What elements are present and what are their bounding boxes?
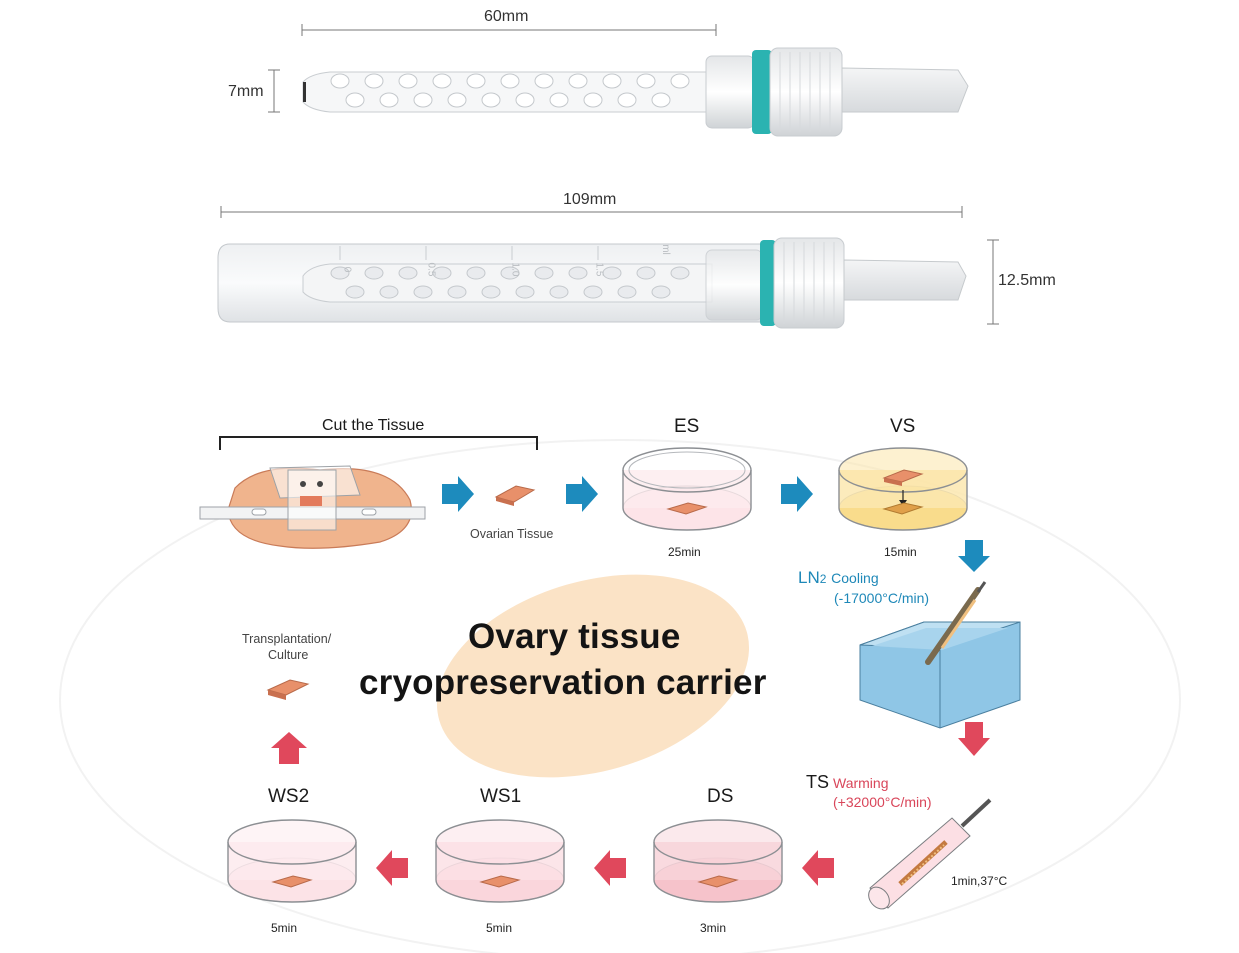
- ts-condition: 1min,37°C: [951, 874, 1008, 888]
- arrow-down-icon: [958, 540, 990, 572]
- tube-device: [217, 206, 999, 329]
- ws1-time: 5min: [486, 921, 513, 935]
- arrow-right-icon: [442, 476, 474, 512]
- tube-diameter-label: 12.5mm: [998, 272, 1056, 289]
- arrow-right-icon: [781, 476, 813, 512]
- vs-label: VS: [890, 416, 916, 437]
- cut-tissue-illustration: [199, 465, 426, 549]
- teal-ring: [752, 50, 772, 134]
- es-dish: [622, 447, 752, 531]
- ln2-subscript: 2: [819, 572, 827, 586]
- carrier-cap: [769, 47, 843, 137]
- es-time: 25min: [668, 545, 701, 559]
- carrier-length-label: 60mm: [484, 8, 529, 25]
- ovarian-tissue-label: Ovarian Tissue: [470, 527, 554, 541]
- arrow-left-icon: [376, 850, 408, 886]
- arrow-down-icon: [958, 722, 990, 756]
- ws2-time: 5min: [271, 921, 298, 935]
- ds-time: 3min: [700, 921, 727, 935]
- carrier-cap-thread: [705, 55, 755, 129]
- scale-mark: 0: [341, 266, 353, 273]
- ws2-dish: [227, 819, 357, 903]
- scale-mark: 1.5: [593, 262, 605, 277]
- ws2-label: WS2: [268, 786, 310, 807]
- transplant-label-line1: Transplantation/: [242, 632, 332, 646]
- ln2-rate: (-17000°C/min): [834, 590, 930, 606]
- ds-label: DS: [707, 786, 734, 807]
- title-blob: [436, 574, 750, 778]
- scale-mark: 1.0: [509, 262, 521, 277]
- vs-time: 15min: [884, 545, 917, 559]
- ws1-label: WS1: [480, 786, 522, 807]
- ln2-label: LN2 Cooling: [798, 568, 879, 588]
- transplant-label-line2: Culture: [268, 648, 309, 662]
- cut-tissue-bracket: [219, 436, 538, 450]
- ln2-prefix: LN: [798, 568, 820, 587]
- arrow-up-icon: [271, 732, 307, 764]
- arrow-left-icon: [802, 850, 834, 886]
- arrow-left-icon: [594, 850, 626, 886]
- ln2-box: [859, 581, 1021, 729]
- ts-warming-tube: [868, 798, 992, 910]
- carrier-width-label: 7mm: [228, 83, 264, 100]
- vs-dish: [838, 447, 968, 531]
- title-line-1: Ovary tissue: [468, 617, 681, 656]
- tube-teal-ring: [760, 240, 776, 326]
- scale-mark: 0.5: [425, 262, 437, 277]
- tube-length-label: 109mm: [563, 191, 617, 208]
- cut-tissue-label: Cut the Tissue: [322, 417, 425, 434]
- ln2-cooling: Cooling: [831, 570, 879, 586]
- carrier-device: [268, 24, 969, 137]
- scale-unit: ml: [659, 244, 671, 255]
- ds-dish: [653, 819, 783, 903]
- ts-rate: (+32000°C/min): [833, 794, 932, 810]
- ts-label: TS: [806, 772, 830, 792]
- es-label: ES: [674, 416, 700, 437]
- ts-warming: Warming: [833, 775, 889, 791]
- transplant-tissue: [266, 679, 310, 696]
- carrier-handle: [841, 67, 969, 113]
- strip-holes: [330, 73, 690, 108]
- arrow-right-icon: [566, 476, 598, 512]
- tube-handle: [843, 259, 967, 301]
- ws1-dish: [435, 819, 565, 903]
- title-line-2: cryopreservation carrier: [359, 663, 767, 702]
